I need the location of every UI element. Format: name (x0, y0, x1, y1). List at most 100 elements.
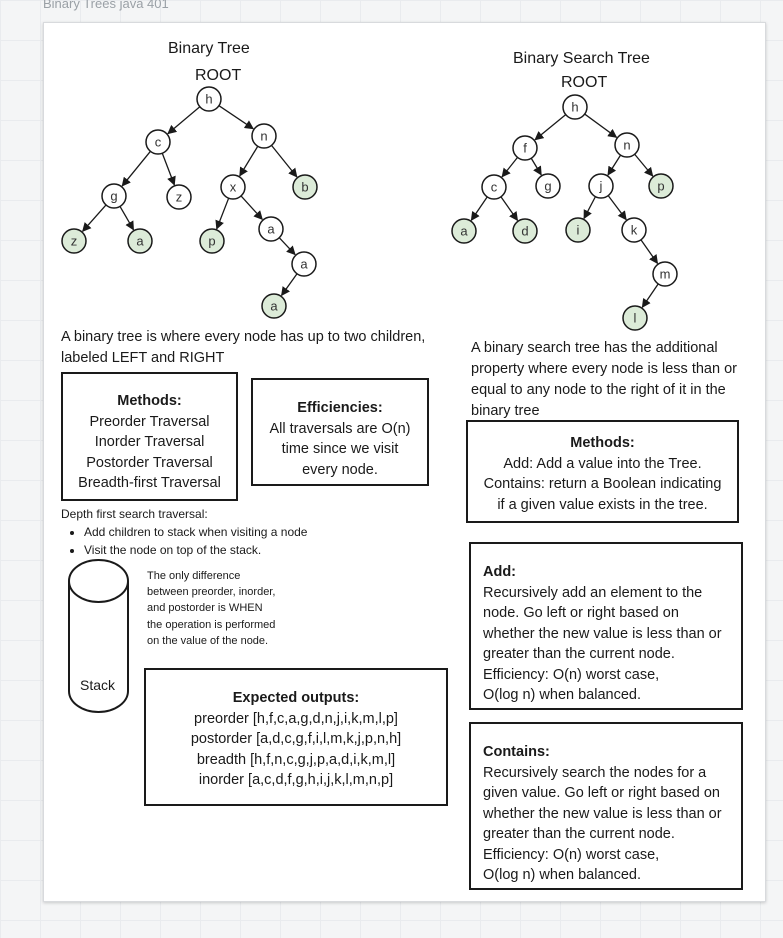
bt-node-label: z (71, 234, 78, 249)
bst-edge (583, 196, 597, 220)
bst-title: Binary Search Tree (513, 50, 650, 67)
bt-edge (218, 105, 254, 130)
bt-methods-header: Methods: (117, 393, 182, 409)
bst-edges (470, 113, 659, 309)
bst-node-label: j (599, 179, 603, 194)
efficiency-line: time since we visit (281, 441, 399, 457)
bt-node: p (199, 228, 225, 254)
bst-edge (470, 196, 488, 222)
bt-node: a (127, 228, 153, 254)
add-line: Recursively add an element to the (483, 584, 703, 601)
bt-node: z (166, 184, 192, 210)
bst-methods-header: Methods: (570, 435, 635, 451)
bst-node-label: d (521, 224, 528, 239)
bt-edge (121, 150, 151, 187)
bst-node: l (622, 305, 648, 331)
traversal-note: The only difference between preorder, in… (147, 568, 275, 649)
bst-node-label: c (491, 180, 498, 195)
bst-node: d (512, 218, 538, 244)
bt-node: n (251, 123, 277, 149)
bt-edge (167, 106, 201, 135)
note-line: between preorder, inorder, (147, 586, 276, 599)
bt-edge (119, 206, 135, 231)
bt-node: b (292, 174, 318, 200)
expected-outputs-box: Expected outputs: preorder [h,f,c,a,g,d,… (144, 668, 448, 806)
bst-edge (607, 195, 627, 221)
bt-method-line: Breadth-first Traversal (78, 475, 221, 491)
contains-line: Recursively search the nodes for a (483, 764, 707, 781)
bt-node-label: a (300, 257, 308, 272)
add-line: O(log n) when balanced. (483, 687, 641, 703)
bt-edge (240, 195, 263, 221)
bst-node-label: n (623, 138, 630, 153)
bst-edge (634, 153, 654, 177)
bst-node-label: g (544, 179, 551, 194)
bt-node-label: b (301, 180, 308, 195)
add-line: whether the new value is less than or (483, 625, 722, 642)
bt-node: a (291, 251, 317, 277)
binary-tree-edges (82, 105, 298, 297)
efficiencies-header: Efficiencies: (297, 400, 383, 416)
bt-node-label: c (155, 135, 162, 150)
bt-edge (281, 273, 298, 297)
bt-node-label: x (230, 180, 237, 195)
bst-root-label: ROOT (561, 74, 608, 91)
bst-methods-box: Methods: Add: Add a value into the Tree.… (466, 420, 739, 523)
bst-node: f (512, 135, 538, 161)
bt-node-label: a (270, 299, 278, 314)
expected-line-inorder: inorder [a,c,d,f,g,h,i,j,k,l,m,n,p] (198, 772, 394, 788)
expected-line-postorder: postorder [a,d,c,g,f,i,l,m,k,j,p,n,h] (190, 731, 402, 747)
bt-methods-box: Methods: Preorder Traversal Inorder Trav… (61, 372, 238, 501)
stack-cylinder (68, 559, 129, 713)
bst-node: k (621, 217, 647, 243)
contains-line: greater than the current node. (483, 826, 675, 842)
bst-node-label: i (577, 223, 580, 238)
bt-method-line: Inorder Traversal (94, 434, 205, 450)
dfs-title: Depth first search traversal: (61, 507, 208, 521)
bst-node-label: l (634, 311, 637, 326)
bt-node-label: n (260, 129, 267, 144)
bt-edge (278, 237, 296, 256)
bst-node: g (535, 173, 561, 199)
add-header: Add: (483, 564, 517, 580)
bst-method-line: Contains: return a Boolean indicating (483, 476, 722, 492)
bt-node: z (61, 228, 87, 254)
contains-line: given value. Go left or right based on (483, 785, 720, 801)
bt-edge (82, 204, 107, 232)
bt-node: a (258, 216, 284, 242)
bst-description: A binary search tree has the additional … (471, 340, 737, 419)
dfs-bullet: Add children to stack when visiting a no… (84, 523, 307, 541)
bst-node-label: m (660, 267, 671, 282)
bt-node-label: p (208, 234, 215, 249)
add-line: node. Go left or right based on (483, 605, 679, 621)
binary-tree-root-label: ROOT (195, 67, 242, 84)
add-box: Add: Recursively add an element to the n… (469, 542, 743, 710)
efficiencies-box: Efficiencies: All traversals are O(n) ti… (251, 378, 429, 486)
bt-method-line: Postorder Traversal (86, 454, 213, 471)
note-line: The only difference (147, 570, 241, 582)
bst-node-label: p (657, 179, 664, 194)
note-line: on the value of the node. (147, 634, 269, 647)
bst-node: n (614, 132, 640, 158)
bt-node-label: g (110, 189, 117, 204)
bst-node: a (451, 218, 477, 244)
bt-node: a (261, 293, 287, 319)
bst-node: m (652, 261, 678, 287)
expected-line-preorder: preorder [h,f,c,a,g,d,n,j,i,k,m,l,p] (194, 710, 398, 727)
efficiency-line: All traversals are O(n) (269, 420, 411, 437)
bst-edge (607, 154, 622, 176)
bst-edge (640, 239, 659, 265)
bt-node-label: z (176, 190, 183, 205)
bt-node: c (145, 129, 171, 155)
bst-node-label: f (523, 141, 527, 156)
contains-line: O(log n) when balanced. (483, 867, 641, 883)
contains-line: Efficiency: O(n) worst case, (483, 846, 660, 863)
bst-edge (500, 196, 519, 222)
add-line: Efficiency: O(n) worst case, (483, 666, 660, 683)
contains-line: whether the new value is less than or (483, 805, 722, 822)
binary-tree-description: A binary tree is where every node has up… (61, 329, 426, 366)
efficiency-line: every node. (302, 461, 378, 478)
bst-method-line: if a given value exists in the tree. (497, 496, 708, 513)
